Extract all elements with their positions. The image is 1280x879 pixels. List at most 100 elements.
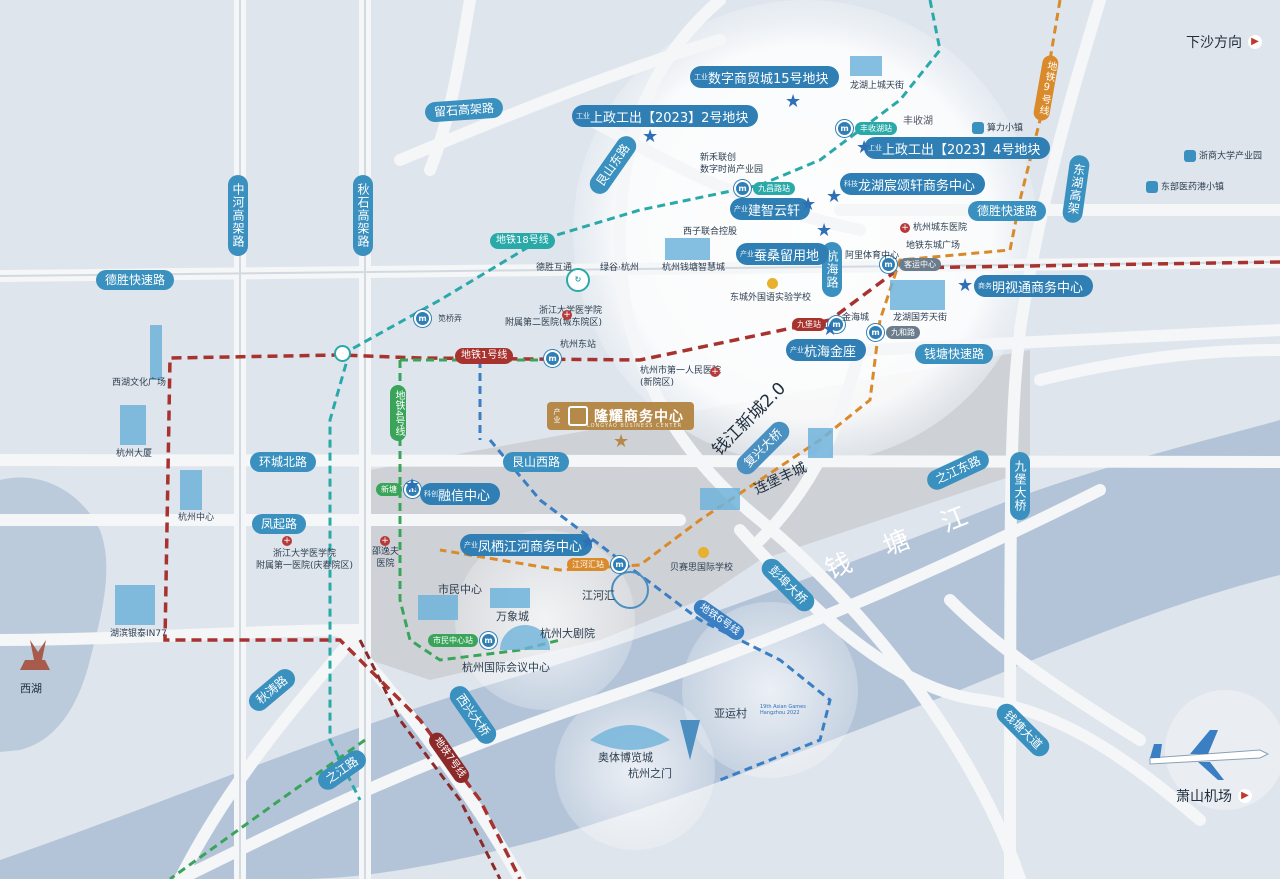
center-star-icon: ★ (613, 431, 630, 452)
callout-tag: 产业 (464, 541, 478, 549)
callout-tag: 产业 (734, 205, 748, 213)
poi-hz-center: 杭州中心 (178, 513, 215, 523)
station-jiubao-label: 九堡站 (792, 318, 826, 331)
road-zhonghe: 中河高架路 (228, 175, 248, 256)
callout-rongxin[interactable]: 科创 融信中心 (420, 483, 501, 505)
poi-hz1st: 杭州市第一人民医院 (新院区) (640, 366, 722, 388)
star-icon: ★ (785, 91, 802, 112)
school-icon (698, 547, 709, 558)
poi-longhu-guofang: 龙湖国芳天街 (893, 313, 948, 323)
callout-hanghai[interactable]: 产业 杭海金座 (786, 339, 867, 361)
center-name: 隆耀商务中心 (594, 409, 684, 425)
callout-name: 龙湖宸颂轩商务中心 (858, 178, 976, 194)
callout-name: 凤栖江河商务中心 (478, 539, 583, 555)
poi-label: 杭州城东医院 (913, 223, 968, 233)
station-jiubao[interactable]: 九堡站 m (790, 316, 845, 333)
callout-szg4[interactable]: 工业 上政工出【2023】4号地块 (864, 137, 1051, 159)
metro-line1-label: 地铁1号线 (455, 348, 514, 364)
station-desheng-hutong[interactable]: ↻ (568, 270, 588, 290)
station-kezun-label: 客运中心 (899, 258, 941, 271)
callout-longhu[interactable]: 科技 龙湖宸颂轩商务中心 (840, 173, 986, 195)
building-icon (972, 122, 984, 134)
callout-tag: 工业 (694, 73, 708, 81)
poi-jianghehui: 江河汇 (582, 589, 615, 602)
callout-tag: 科创 (424, 490, 438, 498)
metro-icon: m (414, 310, 431, 327)
station-shimin-label: 市民中心站 (428, 634, 478, 647)
arrow-right-icon: ▶ (1238, 789, 1252, 803)
poi-zheshang-label: 浙商大学产业园 (1199, 151, 1263, 162)
station-jiuchang[interactable]: m 九昌路站 (734, 180, 795, 197)
station-goujingnong-label: 笕桥弄 (438, 314, 462, 323)
callout-tag: 商务 (978, 282, 992, 290)
station-jiuhe[interactable]: m 九和路 (867, 324, 920, 341)
poi-xizi: 西子联合控股 (683, 227, 738, 237)
poi-zhe2: 浙江大学医学院 附属第二医院(城东院区) (505, 306, 603, 328)
callout-name: 数字商贸城15号地块 (708, 71, 829, 87)
road-jiubao-bridge: 九堡大桥 (1010, 452, 1030, 520)
callout-name: 蚕桑留用地 (754, 248, 820, 264)
station-goujingnong[interactable]: m 笕桥弄 (414, 310, 467, 327)
poi-yayuncun: 亚运村 (714, 707, 747, 720)
hospital-icon: + (380, 536, 390, 546)
road-pengbu-bridge: 彭埠大桥 (757, 554, 819, 616)
poi-hz-tower: 杭州大厦 (116, 449, 153, 459)
callout-cansang[interactable]: 产业 蚕桑留用地 (736, 243, 830, 265)
station-kezun[interactable]: m 客运中心 (880, 256, 941, 273)
station-jianghe[interactable]: 江河汇站 m (565, 556, 628, 573)
station-jianghe-label: 江河汇站 (567, 558, 609, 571)
callout-tag: 科技 (844, 180, 858, 188)
center-en: LONGYAO BUSINESS CENTER (587, 423, 683, 429)
station-hangzhou-east[interactable]: m (544, 350, 561, 367)
callout-szsmc[interactable]: 工业 数字商贸城15号地块 (690, 66, 839, 88)
poi-xinhe: 新禾联创 数字时尚产业园 (700, 153, 764, 175)
callout-name: 上政工出【2023】2号地块 (590, 110, 749, 126)
road-desheng-east: 德胜快速路 (968, 201, 1047, 221)
poi-zhe1: 浙江大学医学院 附属第一医院(庆春院区) (256, 549, 354, 571)
poi-shiminzhongxin: 市民中心 (438, 583, 482, 596)
callout-name: 明视通商务中心 (992, 280, 1084, 296)
road-qiushi: 秋石高架路 (353, 175, 373, 256)
poi-dongcheng-school: 东城外国语实验学校 (730, 293, 812, 303)
road-liushi: 留石高架路 (424, 97, 504, 123)
poi-ali-sports: 阿里体育中心 (845, 251, 900, 261)
callout-name: 建智云轩 (748, 203, 801, 219)
poi-jinhai: 金海城 (842, 313, 870, 323)
callout-mingshi[interactable]: 商务 明视通商务中心 (974, 275, 1094, 297)
station-fengshou[interactable]: m 丰收湖站 (836, 120, 897, 137)
road-huancheng-north: 环城北路 (250, 452, 317, 472)
callout-name: 杭海金座 (804, 344, 857, 360)
star-icon: ★ (816, 220, 833, 241)
metro-icon: m (836, 120, 853, 137)
poi-shaoyifu: 邵逸夫 医院 (372, 547, 400, 569)
poi-zheshang: 浙商大学产业园 (1184, 150, 1262, 163)
center-tag: 产业 (553, 408, 561, 424)
poi-dongbu: 东部医药港小镇 (1146, 181, 1224, 194)
station-fengshou-label: 丰收湖站 (855, 122, 897, 135)
road-genshan-west: 艮山西路 (503, 452, 570, 472)
poi-qianbo: 杭州钱塘智慧城 (662, 263, 726, 273)
road-qiutao: 秋涛路 (244, 664, 300, 716)
xiasha-direction[interactable]: 下沙方向 ▶ (1186, 32, 1262, 52)
callout-tag: 工业 (868, 144, 882, 152)
poi-dongbu-label: 东部医药港小镇 (1161, 182, 1225, 193)
metro-line9-label: 地铁9号线 (1032, 54, 1060, 122)
metro-icon: m (480, 632, 497, 649)
station-interchange-west[interactable] (336, 347, 349, 360)
station-jiuhe-label: 九和路 (886, 326, 920, 339)
poi-asian-games: 19th Asian Games Hangzhou 2022 (760, 704, 806, 716)
poi-hubin: 湖滨银泰IN77 (110, 629, 167, 639)
station-shimin[interactable]: 市民中心站 m (426, 632, 497, 649)
callout-name: 融信中心 (438, 488, 491, 504)
callout-szg2[interactable]: 工业 上政工出【2023】2号地块 (572, 105, 759, 127)
longyao-business-center[interactable]: 产业 隆耀商务中心 LONGYAO BUSINESS CENTER (547, 402, 694, 430)
metro-line7-label: 地铁7号线 (425, 729, 473, 787)
star-icon: ★ (856, 137, 873, 158)
callout-fengqi-jiang[interactable]: 产业 凤栖江河商务中心 (460, 534, 593, 556)
callout-jianzhi[interactable]: 产业 建智云轩 (730, 198, 811, 220)
xiaoshan-airport-direction[interactable]: 萧山机场 ▶ (1176, 786, 1252, 806)
metro-icon: m (611, 556, 628, 573)
poi-aoti: 奥体博览城 (598, 751, 653, 764)
poi-suanli: 算力小镇 (972, 122, 1023, 135)
